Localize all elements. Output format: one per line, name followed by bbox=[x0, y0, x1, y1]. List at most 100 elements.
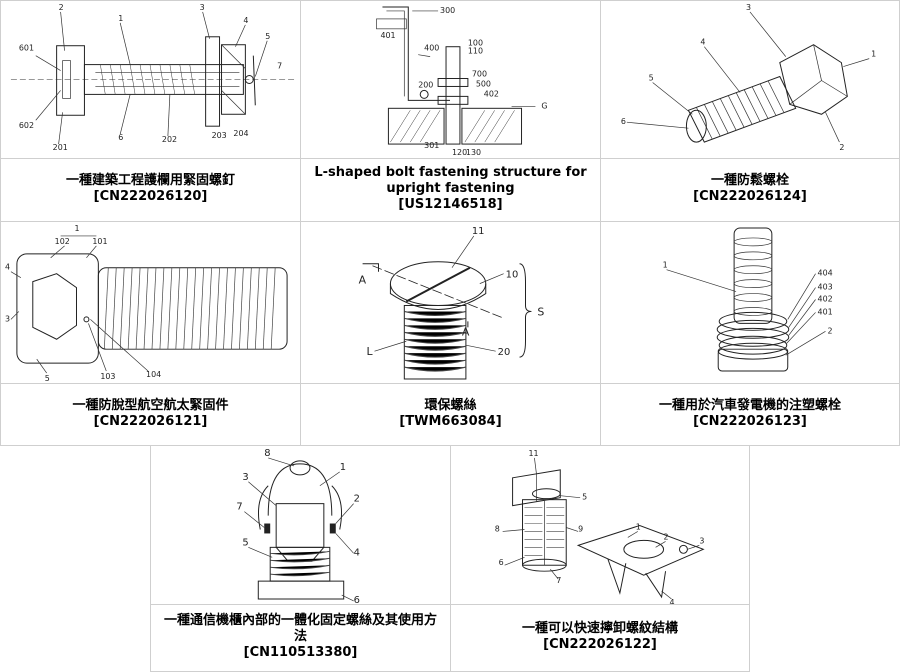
svg-text:7: 7 bbox=[236, 502, 242, 513]
svg-text:7: 7 bbox=[556, 576, 561, 585]
svg-text:120: 120 bbox=[452, 148, 467, 157]
patent-card-cn222026124[interactable]: 3 4 1 5 6 2 一種防鬆螺栓 [CN222026124] bbox=[600, 0, 900, 222]
svg-text:6: 6 bbox=[354, 595, 360, 604]
svg-text:103: 103 bbox=[100, 372, 115, 381]
svg-text:402: 402 bbox=[484, 89, 499, 98]
svg-text:6: 6 bbox=[118, 133, 123, 142]
svg-text:1: 1 bbox=[663, 261, 668, 270]
svg-text:6: 6 bbox=[621, 117, 626, 126]
svg-text:6: 6 bbox=[499, 558, 504, 567]
patent-number[interactable]: [TWM663084] bbox=[399, 413, 502, 429]
svg-text:S: S bbox=[537, 305, 544, 318]
svg-text:2: 2 bbox=[839, 143, 844, 152]
svg-text:3: 3 bbox=[746, 3, 751, 12]
svg-text:104: 104 bbox=[146, 370, 161, 379]
svg-text:11: 11 bbox=[472, 226, 485, 237]
svg-text:A: A bbox=[359, 274, 367, 287]
svg-text:2: 2 bbox=[59, 3, 64, 12]
svg-text:4: 4 bbox=[670, 598, 675, 604]
svg-text:L: L bbox=[367, 345, 374, 358]
svg-text:203: 203 bbox=[212, 131, 227, 140]
svg-text:201: 201 bbox=[53, 143, 68, 152]
patent-card-cn110513380[interactable]: 8 3 1 7 2 5 4 6 一種通信機櫃內部的一體化固定螺絲及其使用方法 [… bbox=[150, 445, 451, 672]
svg-text:2: 2 bbox=[354, 494, 360, 505]
svg-text:5: 5 bbox=[242, 537, 248, 548]
svg-text:200: 200 bbox=[418, 80, 433, 89]
patent-number[interactable]: [CN222026120] bbox=[93, 189, 208, 204]
svg-text:8: 8 bbox=[264, 448, 270, 459]
svg-text:202: 202 bbox=[162, 135, 177, 144]
patent-number[interactable]: [CN222026121] bbox=[93, 413, 208, 429]
patent-caption: 一種防脫型航空航太緊固件 [CN222026121] bbox=[1, 382, 300, 445]
svg-text:401: 401 bbox=[818, 307, 833, 316]
svg-text:700: 700 bbox=[472, 70, 487, 79]
svg-text:5: 5 bbox=[265, 32, 270, 41]
svg-text:5: 5 bbox=[45, 374, 50, 383]
patent-title: 一種用於汽車發電機的注塑螺栓 bbox=[658, 397, 841, 413]
patent-title: L-shaped bolt fastening structure for up… bbox=[314, 165, 587, 196]
svg-text:3: 3 bbox=[699, 536, 704, 545]
svg-text:5: 5 bbox=[649, 73, 654, 82]
patent-caption: 一種防鬆螺栓 [CN222026124] bbox=[601, 157, 899, 221]
svg-text:1: 1 bbox=[636, 522, 641, 531]
svg-text:601: 601 bbox=[19, 44, 34, 53]
patent-drawing: 11 A 10 S A L 20 bbox=[301, 222, 600, 384]
svg-text:4: 4 bbox=[5, 263, 10, 272]
svg-text:404: 404 bbox=[818, 269, 833, 278]
patent-number[interactable]: [CN222026124] bbox=[693, 189, 807, 204]
svg-text:G: G bbox=[541, 101, 547, 110]
patent-number[interactable]: [CN222026123] bbox=[693, 413, 807, 429]
svg-text:2: 2 bbox=[664, 532, 669, 541]
svg-text:4: 4 bbox=[354, 547, 360, 558]
svg-text:500: 500 bbox=[476, 79, 491, 88]
svg-text:301: 301 bbox=[424, 141, 439, 150]
svg-text:1: 1 bbox=[871, 50, 876, 59]
svg-text:1: 1 bbox=[118, 14, 123, 23]
patent-card-twm663084[interactable]: 11 A 10 S A L 20 環保螺絲 [TWM663084] bbox=[300, 221, 601, 446]
svg-text:101: 101 bbox=[92, 237, 107, 246]
svg-text:4: 4 bbox=[243, 16, 248, 25]
svg-text:110: 110 bbox=[468, 47, 483, 56]
patent-drawing: 3 4 1 5 6 2 bbox=[601, 1, 899, 159]
patent-caption: 一種建築工程護欄用緊固螺釘 [CN222026120] bbox=[1, 157, 300, 221]
svg-text:10: 10 bbox=[506, 270, 519, 281]
svg-text:402: 402 bbox=[818, 295, 833, 304]
patent-title: 一種通信機櫃內部的一體化固定螺絲及其使用方法 bbox=[163, 613, 437, 644]
patent-title: 一種建築工程護欄用緊固螺釘 bbox=[65, 173, 235, 188]
patent-number[interactable]: [CN222026122] bbox=[543, 637, 657, 652]
patent-title: 一種防脫型航空航太緊固件 bbox=[72, 397, 229, 413]
svg-text:401: 401 bbox=[380, 31, 395, 40]
svg-text:A: A bbox=[462, 325, 470, 338]
svg-text:9: 9 bbox=[578, 524, 583, 533]
patent-title: 環保螺絲 bbox=[424, 397, 477, 413]
svg-text:20: 20 bbox=[498, 347, 511, 358]
svg-text:400: 400 bbox=[424, 44, 439, 53]
svg-text:4: 4 bbox=[700, 38, 705, 47]
svg-text:100: 100 bbox=[468, 39, 483, 48]
svg-text:3: 3 bbox=[242, 472, 248, 483]
svg-text:602: 602 bbox=[19, 121, 34, 130]
patent-caption: L-shaped bolt fastening structure for up… bbox=[301, 157, 600, 221]
svg-text:1: 1 bbox=[340, 462, 346, 473]
patent-caption: 一種可以快速擰卸螺紋結構 [CN222026122] bbox=[451, 603, 749, 671]
patent-caption: 環保螺絲 [TWM663084] bbox=[301, 382, 600, 445]
patent-title: 一種防鬆螺栓 bbox=[710, 173, 789, 188]
patent-number[interactable]: [US12146518] bbox=[398, 197, 503, 212]
svg-text:102: 102 bbox=[55, 237, 70, 246]
svg-text:403: 403 bbox=[818, 283, 833, 292]
svg-text:11: 11 bbox=[528, 449, 538, 458]
svg-text:1: 1 bbox=[75, 224, 80, 233]
svg-text:3: 3 bbox=[200, 3, 205, 12]
patent-caption: 一種通信機櫃內部的一體化固定螺絲及其使用方法 [CN110513380] bbox=[151, 603, 450, 671]
svg-text:130: 130 bbox=[466, 148, 481, 157]
patent-number[interactable]: [CN110513380] bbox=[243, 645, 358, 660]
